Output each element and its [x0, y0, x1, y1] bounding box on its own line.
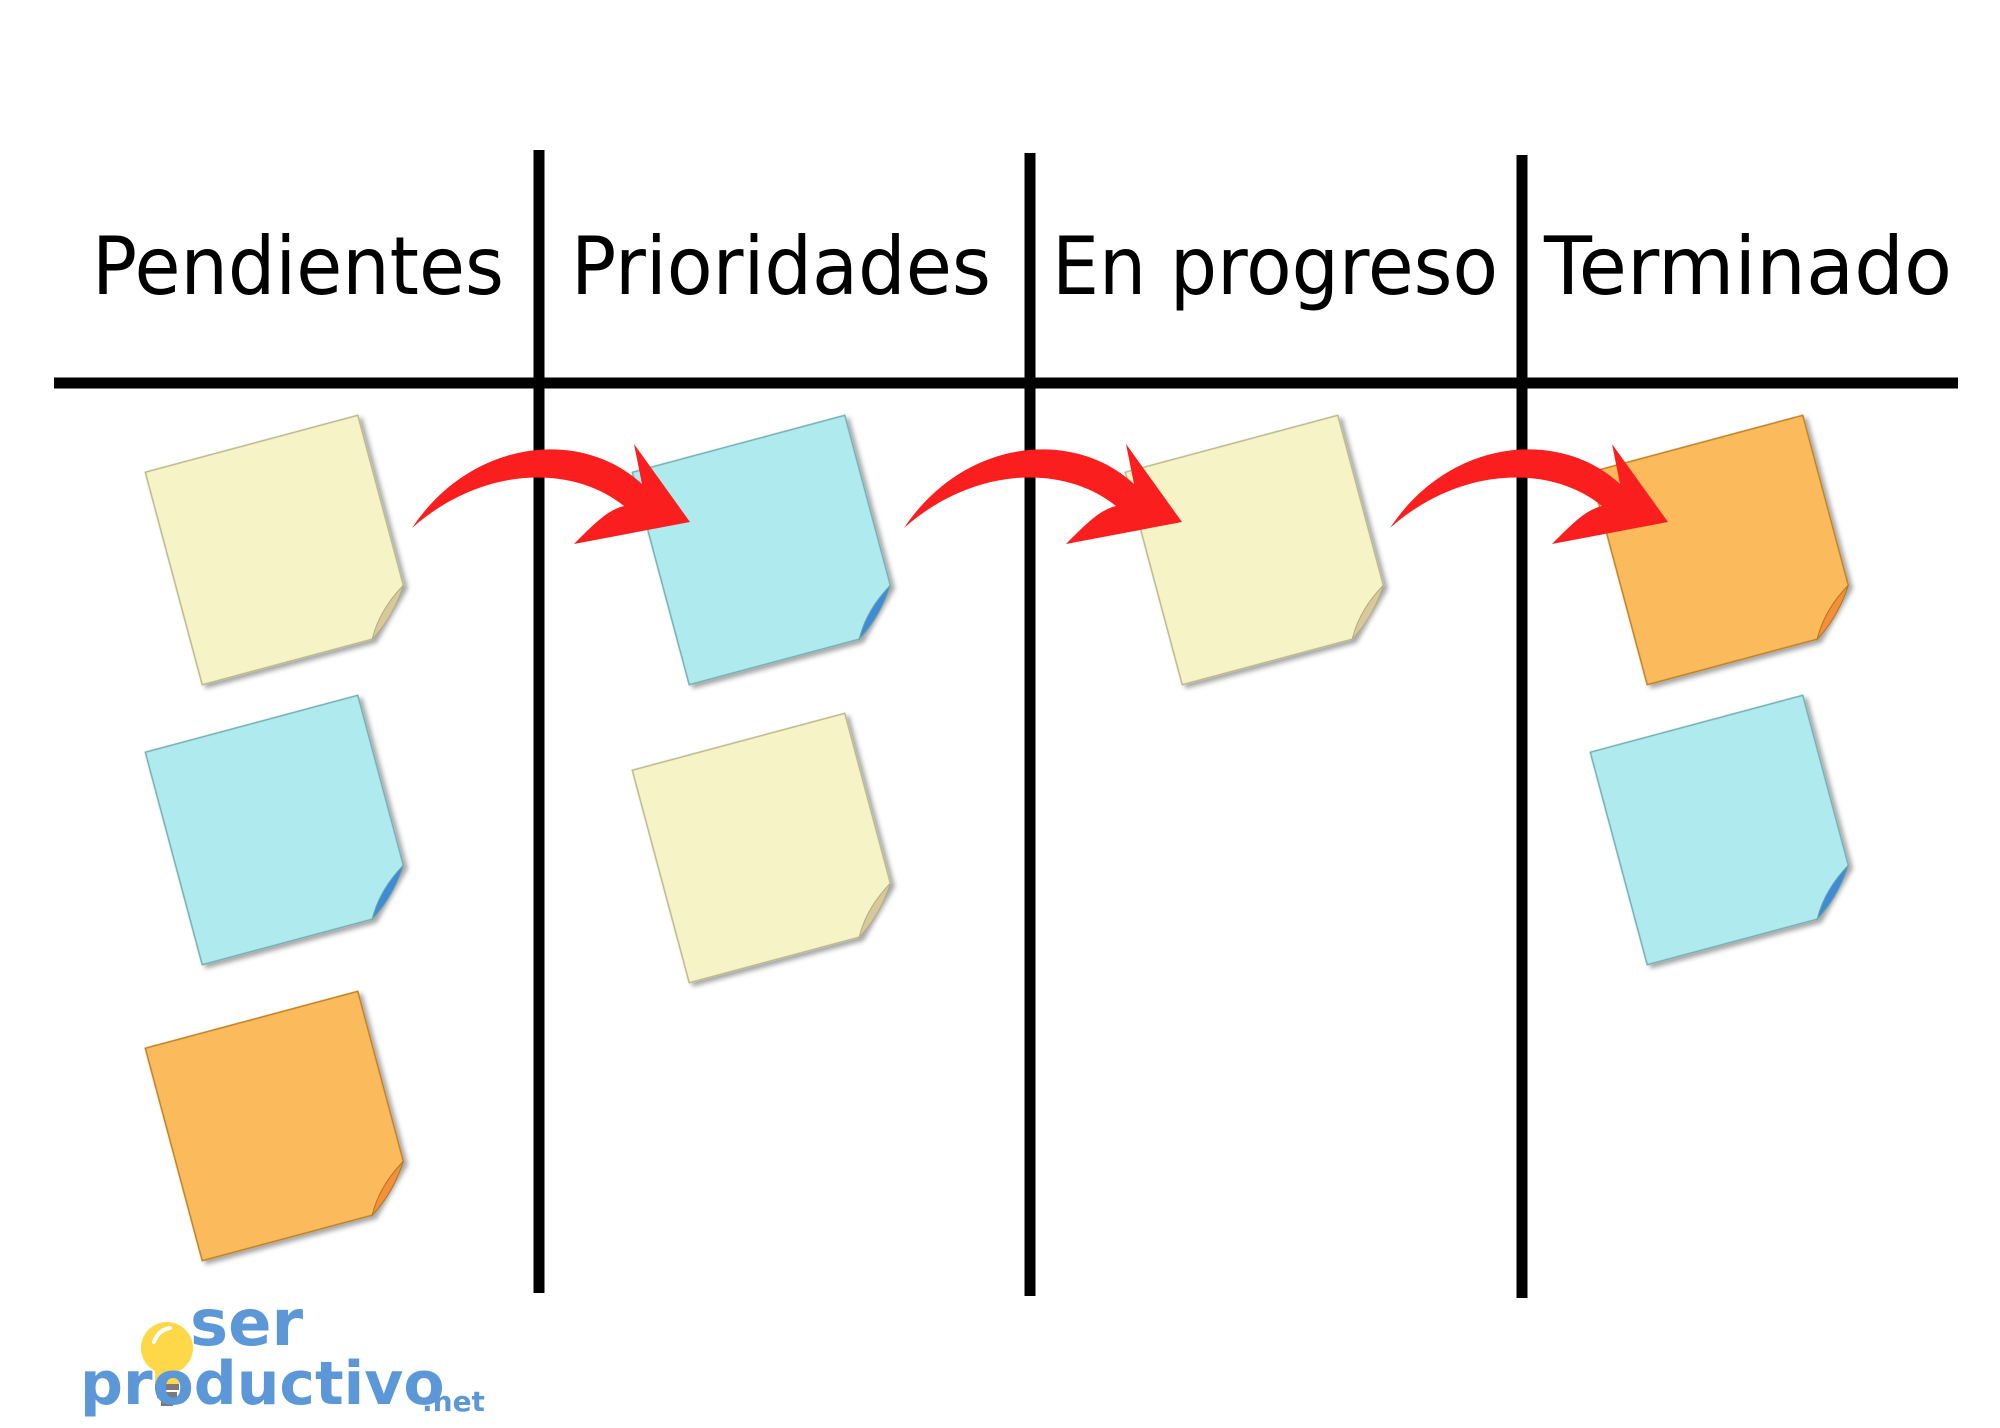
column-header-en-progreso: En progreso [1052, 220, 1498, 313]
logo-word-ser: ser [190, 1287, 304, 1361]
sticky-note-yellow [144, 414, 405, 686]
sticky-note-orange [144, 990, 405, 1262]
ser-productivo-logo: ser productivo .net [80, 1288, 500, 1428]
column-header-prioridades: Prioridades [571, 220, 991, 313]
logo-word-productivo: productivo [80, 1349, 445, 1419]
note-curl [371, 864, 404, 921]
note-curl [1816, 584, 1849, 641]
column-header-terminado: Terminado [1543, 220, 1952, 313]
flow-arrow [904, 444, 1182, 544]
lightbulb-icon [141, 1322, 193, 1406]
sticky-note-yellow [631, 712, 892, 984]
logo-word-net: .net [422, 1385, 485, 1418]
sticky-note-orange [1589, 414, 1850, 686]
sticky-note-blue [144, 694, 405, 966]
note-curl [371, 584, 404, 641]
note-curl [1351, 584, 1384, 641]
flow-arrows [412, 444, 1668, 544]
sticky-note-blue [1589, 694, 1850, 966]
column-header-pendientes: Pendientes [92, 220, 504, 313]
flow-arrow [412, 444, 690, 544]
column-headers: Pendientes Prioridades En progreso Termi… [92, 220, 1952, 313]
sticky-note-yellow [1124, 414, 1385, 686]
note-curl [858, 584, 891, 641]
flow-arrow [1390, 444, 1668, 544]
sticky-notes [144, 414, 1850, 1262]
note-curl [371, 1160, 404, 1217]
note-curl [1816, 864, 1849, 921]
sticky-note-blue [631, 414, 892, 686]
note-curl [858, 882, 891, 939]
board-grid [54, 150, 1958, 1298]
